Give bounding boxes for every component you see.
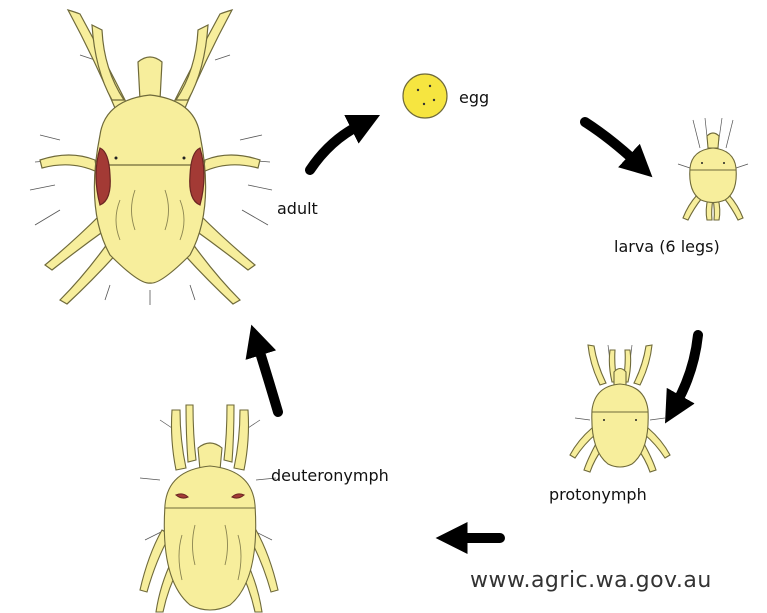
arrow-egg-to-larva xyxy=(585,122,636,162)
arrow-adult-to-egg xyxy=(310,125,360,170)
egg-illustration xyxy=(403,74,447,118)
label-larva: larva (6 legs) xyxy=(614,237,720,256)
arrow-larva-to-protonymph xyxy=(676,335,698,404)
label-deuteronymph: deuteronymph xyxy=(271,466,389,485)
larva-mite xyxy=(678,118,748,220)
label-protonymph: protonymph xyxy=(549,485,647,504)
adult-mite xyxy=(30,10,272,305)
deuteronymph-mite xyxy=(140,405,278,612)
protonymph-mite xyxy=(570,345,670,472)
label-egg: egg xyxy=(459,88,489,107)
label-adult: adult xyxy=(277,199,318,218)
website-url: www.agric.wa.gov.au xyxy=(470,568,712,593)
arrow-deuteronymph-to-adult xyxy=(258,346,278,412)
